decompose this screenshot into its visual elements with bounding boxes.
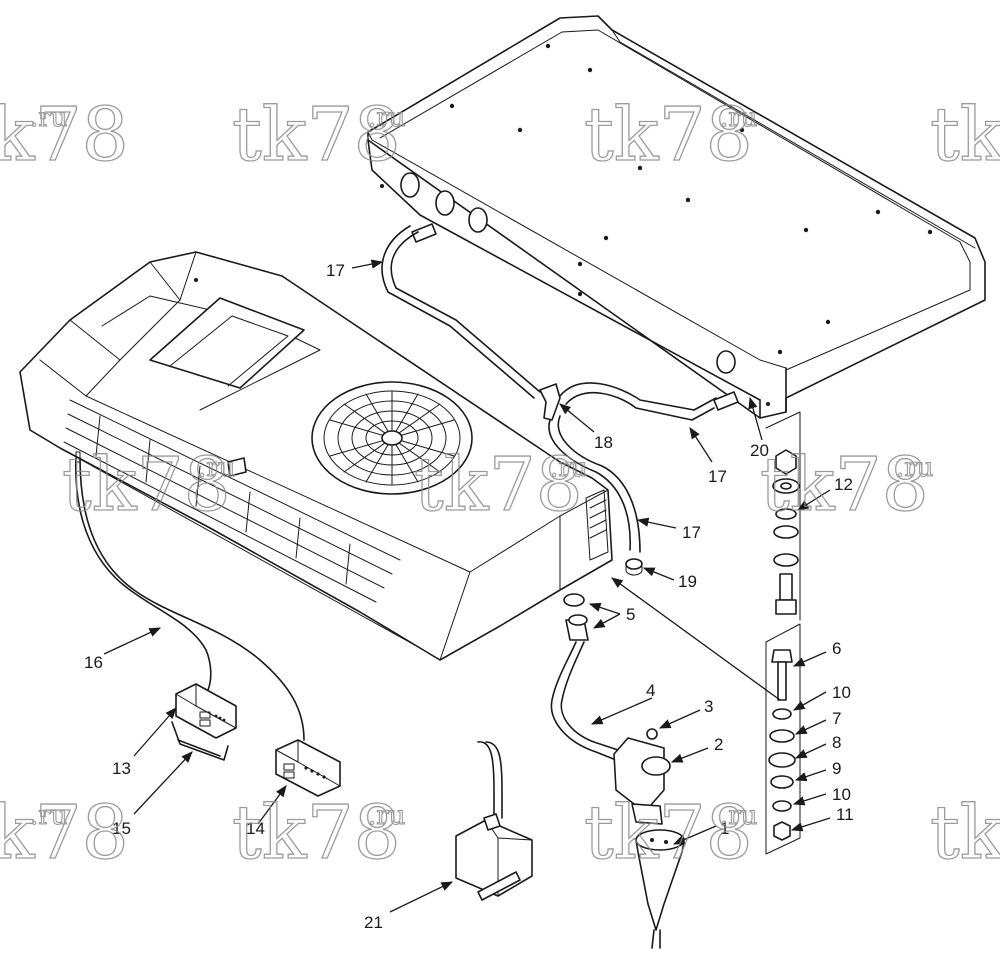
callout-3: 3: [704, 697, 713, 716]
controller-13: [175, 683, 237, 739]
svg-text:tk78: tk78: [414, 442, 583, 528]
svg-text:.ru: .ru: [720, 103, 757, 133]
callout-18: 18: [594, 433, 613, 452]
tee-fitting-18: [539, 383, 561, 421]
svg-text:.ru: .ru: [198, 453, 235, 483]
main-unit-housing: [19, 251, 613, 661]
watermark: tk78 .ru: [61, 441, 236, 528]
svg-text:tk78: tk78: [232, 92, 401, 178]
watermark: tk78 .ru: [759, 441, 934, 528]
svg-text:tk78: tk78: [232, 790, 401, 876]
callout-7: 7: [832, 709, 841, 728]
watermark: tk78 .ru: [583, 789, 758, 876]
svg-text:.ru: .ru: [30, 801, 67, 831]
callout-16: 16: [84, 653, 103, 672]
bushing-5: [563, 593, 589, 641]
svg-text:tk78: tk78: [930, 92, 1000, 178]
svg-text:tk78: tk78: [760, 442, 929, 528]
watermark: tk78 .ru: [0, 91, 129, 178]
svg-text:tk78: tk78: [584, 790, 753, 876]
pump-housing-2: [613, 728, 671, 825]
watermark: tk78: [929, 789, 1000, 876]
svg-text:.ru: .ru: [368, 801, 405, 831]
bracket-15: [171, 721, 229, 761]
svg-text:.ru: .ru: [30, 103, 67, 133]
callout-21: 21: [364, 913, 383, 932]
callout-8: 8: [832, 733, 841, 752]
callout-9: 9: [832, 759, 841, 778]
svg-text:.ru: .ru: [896, 453, 933, 483]
callout-6: 6: [832, 639, 841, 658]
callout-2: 2: [714, 735, 723, 754]
svg-text:.ru: .ru: [550, 453, 587, 483]
callout-14: 14: [246, 819, 265, 838]
svg-text:.ru: .ru: [720, 801, 757, 831]
callout-1: 1: [720, 819, 729, 838]
callout-17-top: 17: [326, 261, 345, 280]
watermarks: tk78 .ru tk78 .ru tk78 .ru tk78 tk78 .ru…: [0, 91, 1000, 876]
callout-11: 11: [836, 805, 854, 824]
pump-nozzle-1: [635, 829, 685, 949]
svg-text:.ru: .ru: [368, 103, 405, 133]
svg-text:tk78: tk78: [930, 790, 1000, 876]
callout-19: 19: [678, 572, 697, 591]
callout-10-top: 10: [832, 683, 851, 702]
watermark: tk78: [929, 91, 1000, 178]
callout-15: 15: [112, 819, 131, 838]
leader-lines: [103, 259, 831, 913]
drain-hose-17-lower: [548, 415, 641, 553]
svg-text:tk78: tk78: [0, 92, 129, 178]
watermark: tk78 .ru: [583, 91, 758, 178]
callout-5: 5: [626, 605, 635, 624]
drain-hose-17-right: [559, 382, 717, 421]
callout-4: 4: [646, 681, 655, 700]
callout-13: 13: [112, 759, 131, 778]
watermark: tk78 .ru: [231, 91, 406, 178]
callout-17-mid: 17: [708, 467, 727, 486]
hose-4: [550, 641, 619, 761]
bolt-stack-bottom: [765, 623, 801, 855]
svg-text:tk78: tk78: [584, 92, 753, 178]
bolt-stack-top: [765, 411, 801, 621]
callout-17-low: 17: [682, 523, 701, 542]
watermark: tk78 .ru: [231, 789, 406, 876]
control-box-21: [455, 741, 533, 901]
wiring-harness-16: [75, 451, 305, 741]
callout-20: 20: [750, 441, 769, 460]
mounting-frame: [367, 15, 986, 419]
watermark: tk78 .ru: [0, 789, 129, 876]
svg-text:tk78: tk78: [0, 790, 129, 876]
controller-14: [275, 739, 341, 797]
clamp-19: [625, 558, 643, 576]
callout-labels: 17 17 17 18 19 20 12 5 6 4 10 3 7 2 8 9 …: [84, 261, 854, 932]
watermark: tk78 .ru: [413, 441, 588, 528]
callout-12: 12: [834, 475, 853, 494]
callout-10-bottom: 10: [832, 785, 851, 804]
svg-text:tk78: tk78: [62, 442, 231, 528]
